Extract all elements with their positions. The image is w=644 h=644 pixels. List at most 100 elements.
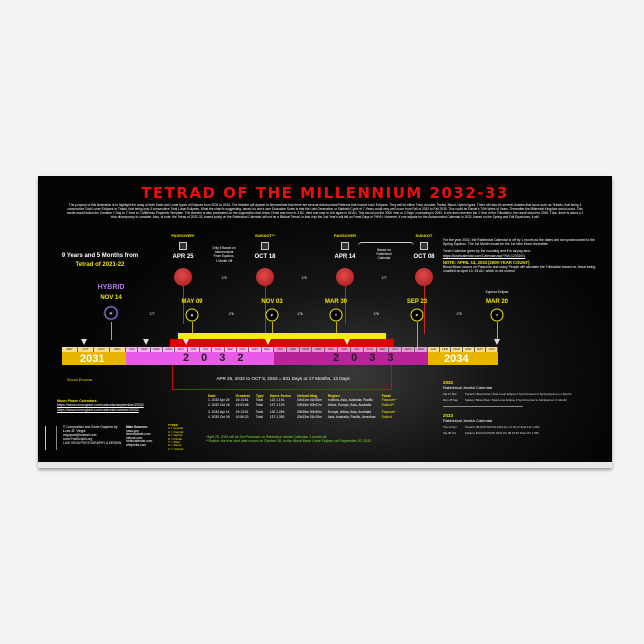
list-item: wikipedia.com (126, 442, 147, 447)
list-item: H = Hybrid (168, 433, 183, 438)
list-item: P = Partial (168, 436, 182, 441)
month-label: APR (312, 347, 326, 352)
solar-eclipse-H-icon: H (104, 306, 118, 320)
arrow-down-icon (183, 339, 189, 345)
month-label: NOV (249, 347, 262, 352)
table-cell: Passover (381, 410, 396, 414)
moon-phase-calendars: Moon Phase Calendars: https://www.moongi… (57, 399, 144, 412)
month-label: JUL (350, 347, 364, 352)
astro-note-line: 1 Month Off (215, 258, 233, 263)
tetrad-poster: TETRAD OF THE MILLENNIUM 2032-33 The pur… (38, 176, 612, 468)
rabbinic-note-line: Calendar (377, 256, 391, 261)
table-cell: 2. 2032 Oct 18 (208, 402, 230, 407)
solar-eclipse-date: MAY 09 (181, 299, 203, 305)
solar-eclipse-date: MAR 30 (324, 299, 348, 305)
table-cell: Sukkot (381, 414, 392, 419)
blood-moon-icon (174, 268, 192, 286)
feast-label: SUKKOT** (254, 233, 276, 238)
moon-phase-link[interactable]: https://www.moongiant.com/calendar/septe… (57, 403, 144, 408)
month-label: AUG (363, 347, 377, 352)
list-title: TYPES (168, 423, 178, 427)
table-cell: 4. 2033 Oct 08 (208, 414, 230, 419)
rabbinic-note-line: Rabbinical (376, 252, 392, 257)
table-cell: 10:56:23 (235, 414, 249, 419)
month-label: DEC (261, 347, 274, 352)
note-title: NOTE: APRIL 14, 2033 (2000-YEAR COUNT) (443, 259, 530, 265)
table-cell: Sukkot** (381, 402, 395, 407)
table-cell: Total (255, 410, 263, 414)
menorah-icon (179, 242, 187, 250)
solar-eclipse-kind: Equinox Eclipse (485, 290, 509, 294)
right-text: For the year 2032, the Rabbinical Calend… (443, 238, 603, 273)
month-label: JAN (274, 347, 287, 352)
blood-moon-icon (415, 268, 433, 286)
list-item: C = Central (168, 429, 184, 434)
arrow-down-icon (143, 339, 149, 345)
table-cell: 15:14:51 (235, 398, 249, 402)
footnote: **Sukkot: the true start date occurs on … (206, 439, 372, 444)
right-text-p2: Torah Calendar given by the counting and… (443, 249, 531, 254)
table-cell: Total (255, 414, 263, 419)
rabbinic-note-line: Based on (377, 248, 391, 252)
connector-line (497, 322, 498, 340)
solar-eclipse-date: NOV 14 (100, 295, 122, 301)
column-header: Greatest (235, 394, 250, 398)
lunar-eclipse-date: APR 25 (172, 254, 194, 260)
blood-moon-icon (256, 268, 274, 286)
solar-gap-days: 176 (228, 312, 234, 316)
torah-calendar-link[interactable]: https://torahcalendar.com/Calendar.asp?Y… (443, 253, 526, 258)
solar-gap-days: 175 (456, 312, 462, 316)
month-label: MAR (150, 347, 163, 352)
table-cell: 03h35m 00h49m (296, 410, 322, 414)
solar-eclipse-A-icon: A (185, 308, 199, 322)
column-header: Date (208, 394, 216, 398)
lunar-eclipse-date: OCT 08 (413, 254, 435, 260)
author-email: vegapost@hotmail.com (63, 433, 97, 437)
feast-label: PASSOVER* (171, 233, 195, 238)
column-header: Umbral Mag. (296, 394, 318, 398)
brace (358, 242, 414, 246)
month-label: JAN (126, 347, 139, 352)
side-desc: Sukkot | Blood Moon Total Lunar Eclipse … (465, 398, 568, 402)
year-label: 2034 (444, 353, 469, 365)
span-bar (170, 339, 394, 347)
solar-eclipse-P-icon: P (265, 308, 279, 322)
month-label: SEP (62, 347, 78, 352)
author-site: www.PostScripts.org (63, 437, 93, 441)
table-cell: Africa, Europe, Asia, Australia (327, 402, 372, 407)
lunar-gap-days: 177 (381, 276, 387, 280)
span-text: APR 25, 2032 to OCT 8, 2033 = 531 Days o… (216, 376, 350, 381)
month-label: FEB (286, 347, 300, 352)
lunar-eclipse-date: OCT 18 (254, 254, 276, 260)
solar-gap-days: 176 (297, 312, 303, 316)
side-desc: Sukkot | BLOOD MOON 2033 Oct 08 10:56 To… (465, 431, 539, 435)
author-logo (45, 426, 57, 450)
list-item: nasa.gov (126, 428, 139, 433)
month-label: APR (463, 347, 475, 352)
year-label: 2031 (80, 353, 105, 365)
side-year: 2033 (443, 413, 454, 418)
intro-paragraph: The purpose of this illustration is to h… (66, 203, 584, 219)
lunar-tetrad-bar (178, 333, 386, 340)
right-text-p1: For the year 2032, the Rabbinical Calend… (443, 238, 595, 247)
menorah-icon (420, 242, 428, 250)
credits: © Composition and Some Graphics by: Luis… (63, 425, 121, 445)
month-label: NOV (402, 347, 416, 352)
arrow-down-icon (265, 339, 271, 345)
list-item: T = Total (168, 440, 180, 445)
feast-label: PASSOVER (334, 233, 356, 238)
table-cell: Passover* (381, 398, 397, 402)
astro-note-line: Only if Based on (212, 246, 236, 250)
moon-phase-link[interactable]: https://www.moongiant.com/calendar/octob… (57, 407, 139, 412)
month-label: MAY (474, 347, 487, 352)
connector-line (265, 286, 266, 334)
side-date: Sat 27 Mar (443, 392, 457, 396)
column-header: Type (255, 394, 264, 398)
